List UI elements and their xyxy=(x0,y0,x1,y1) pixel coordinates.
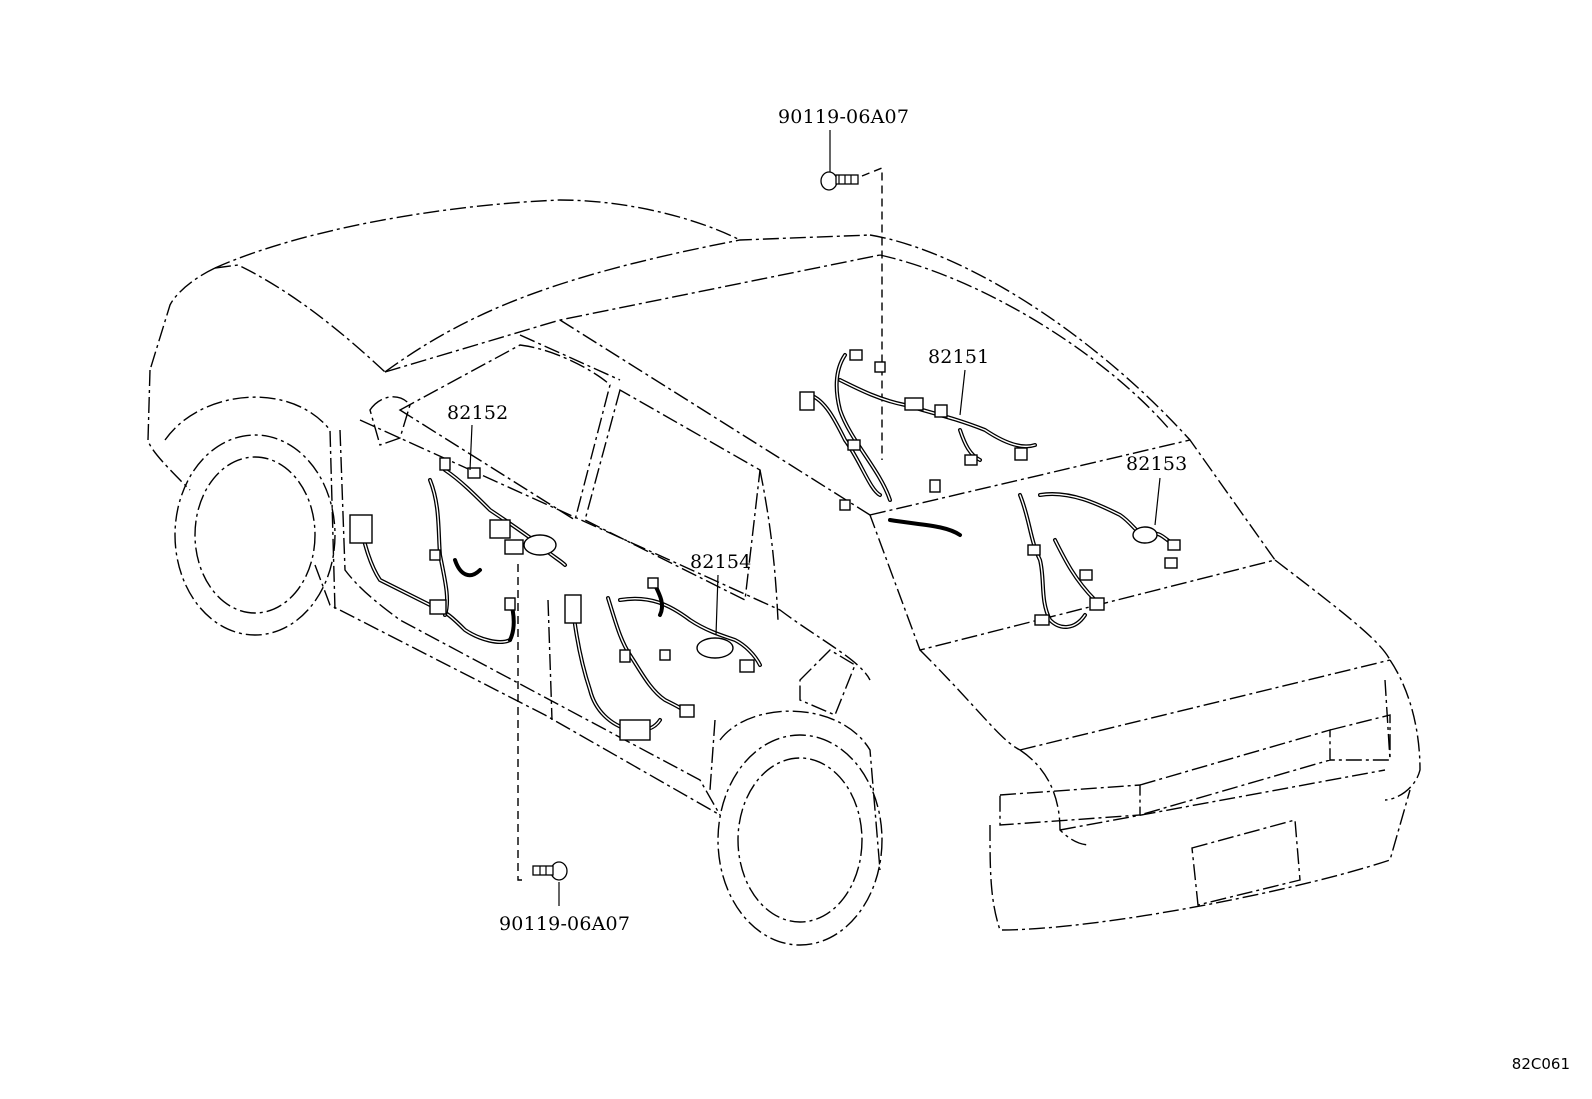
harness-82153 xyxy=(1018,492,1181,629)
part-label-82153: 82153 xyxy=(1126,453,1188,475)
part-label-82151: 82151 xyxy=(928,346,990,368)
leader-82153 xyxy=(1154,477,1161,526)
document-code: 82C061 xyxy=(1511,1055,1570,1073)
bolt-bottom-icon xyxy=(532,861,568,881)
leader-82151 xyxy=(959,369,966,416)
car-body-outline xyxy=(147,199,1421,946)
harness-82151 xyxy=(799,349,1037,537)
part-label-82154: 82154 xyxy=(690,551,752,573)
part-label-bolt-bottom: 90119-06A07 xyxy=(499,913,631,935)
part-label-82152: 82152 xyxy=(447,402,509,424)
bolt-top-install-path xyxy=(861,166,883,460)
bolt-top-icon xyxy=(820,171,859,191)
leader-82154 xyxy=(715,574,719,636)
harness-82152 xyxy=(349,457,567,644)
leader-82152 xyxy=(469,424,473,471)
bolt-bottom-install-path xyxy=(517,560,522,881)
harness-82154 xyxy=(564,577,762,741)
part-label-bolt-top: 90119-06A07 xyxy=(778,106,910,128)
